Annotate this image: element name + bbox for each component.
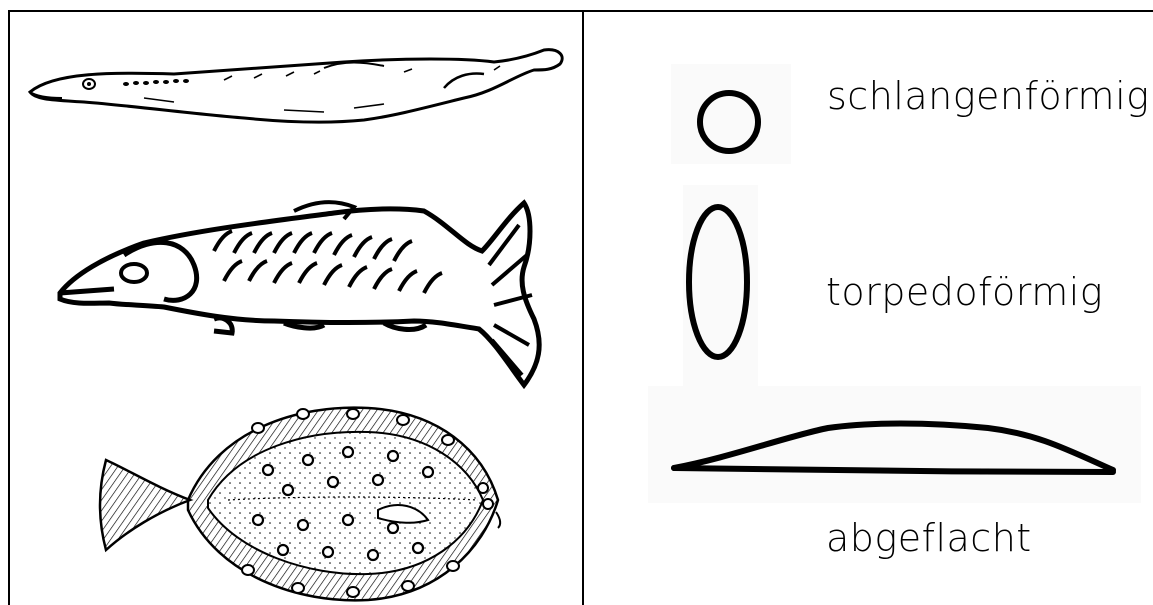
ellipse-cross-section-icon <box>683 200 763 380</box>
shape-label-schlangenfoermig: schlangenförmig <box>827 74 1149 118</box>
fish-column <box>8 10 582 605</box>
shape-label-torpedofoermig: torpedoförmig <box>826 270 1103 314</box>
trout-fish-icon <box>54 195 544 390</box>
eel-lamprey-icon <box>24 40 569 135</box>
circle-cross-section-icon <box>684 86 774 176</box>
shape-column: schlangenförmig torpedoförmig abgeflacht <box>583 10 1153 605</box>
flounder-flatfish-icon <box>98 400 503 605</box>
shape-label-abgeflacht: abgeflacht <box>826 516 1032 560</box>
flat-cross-section-icon <box>668 410 1128 490</box>
